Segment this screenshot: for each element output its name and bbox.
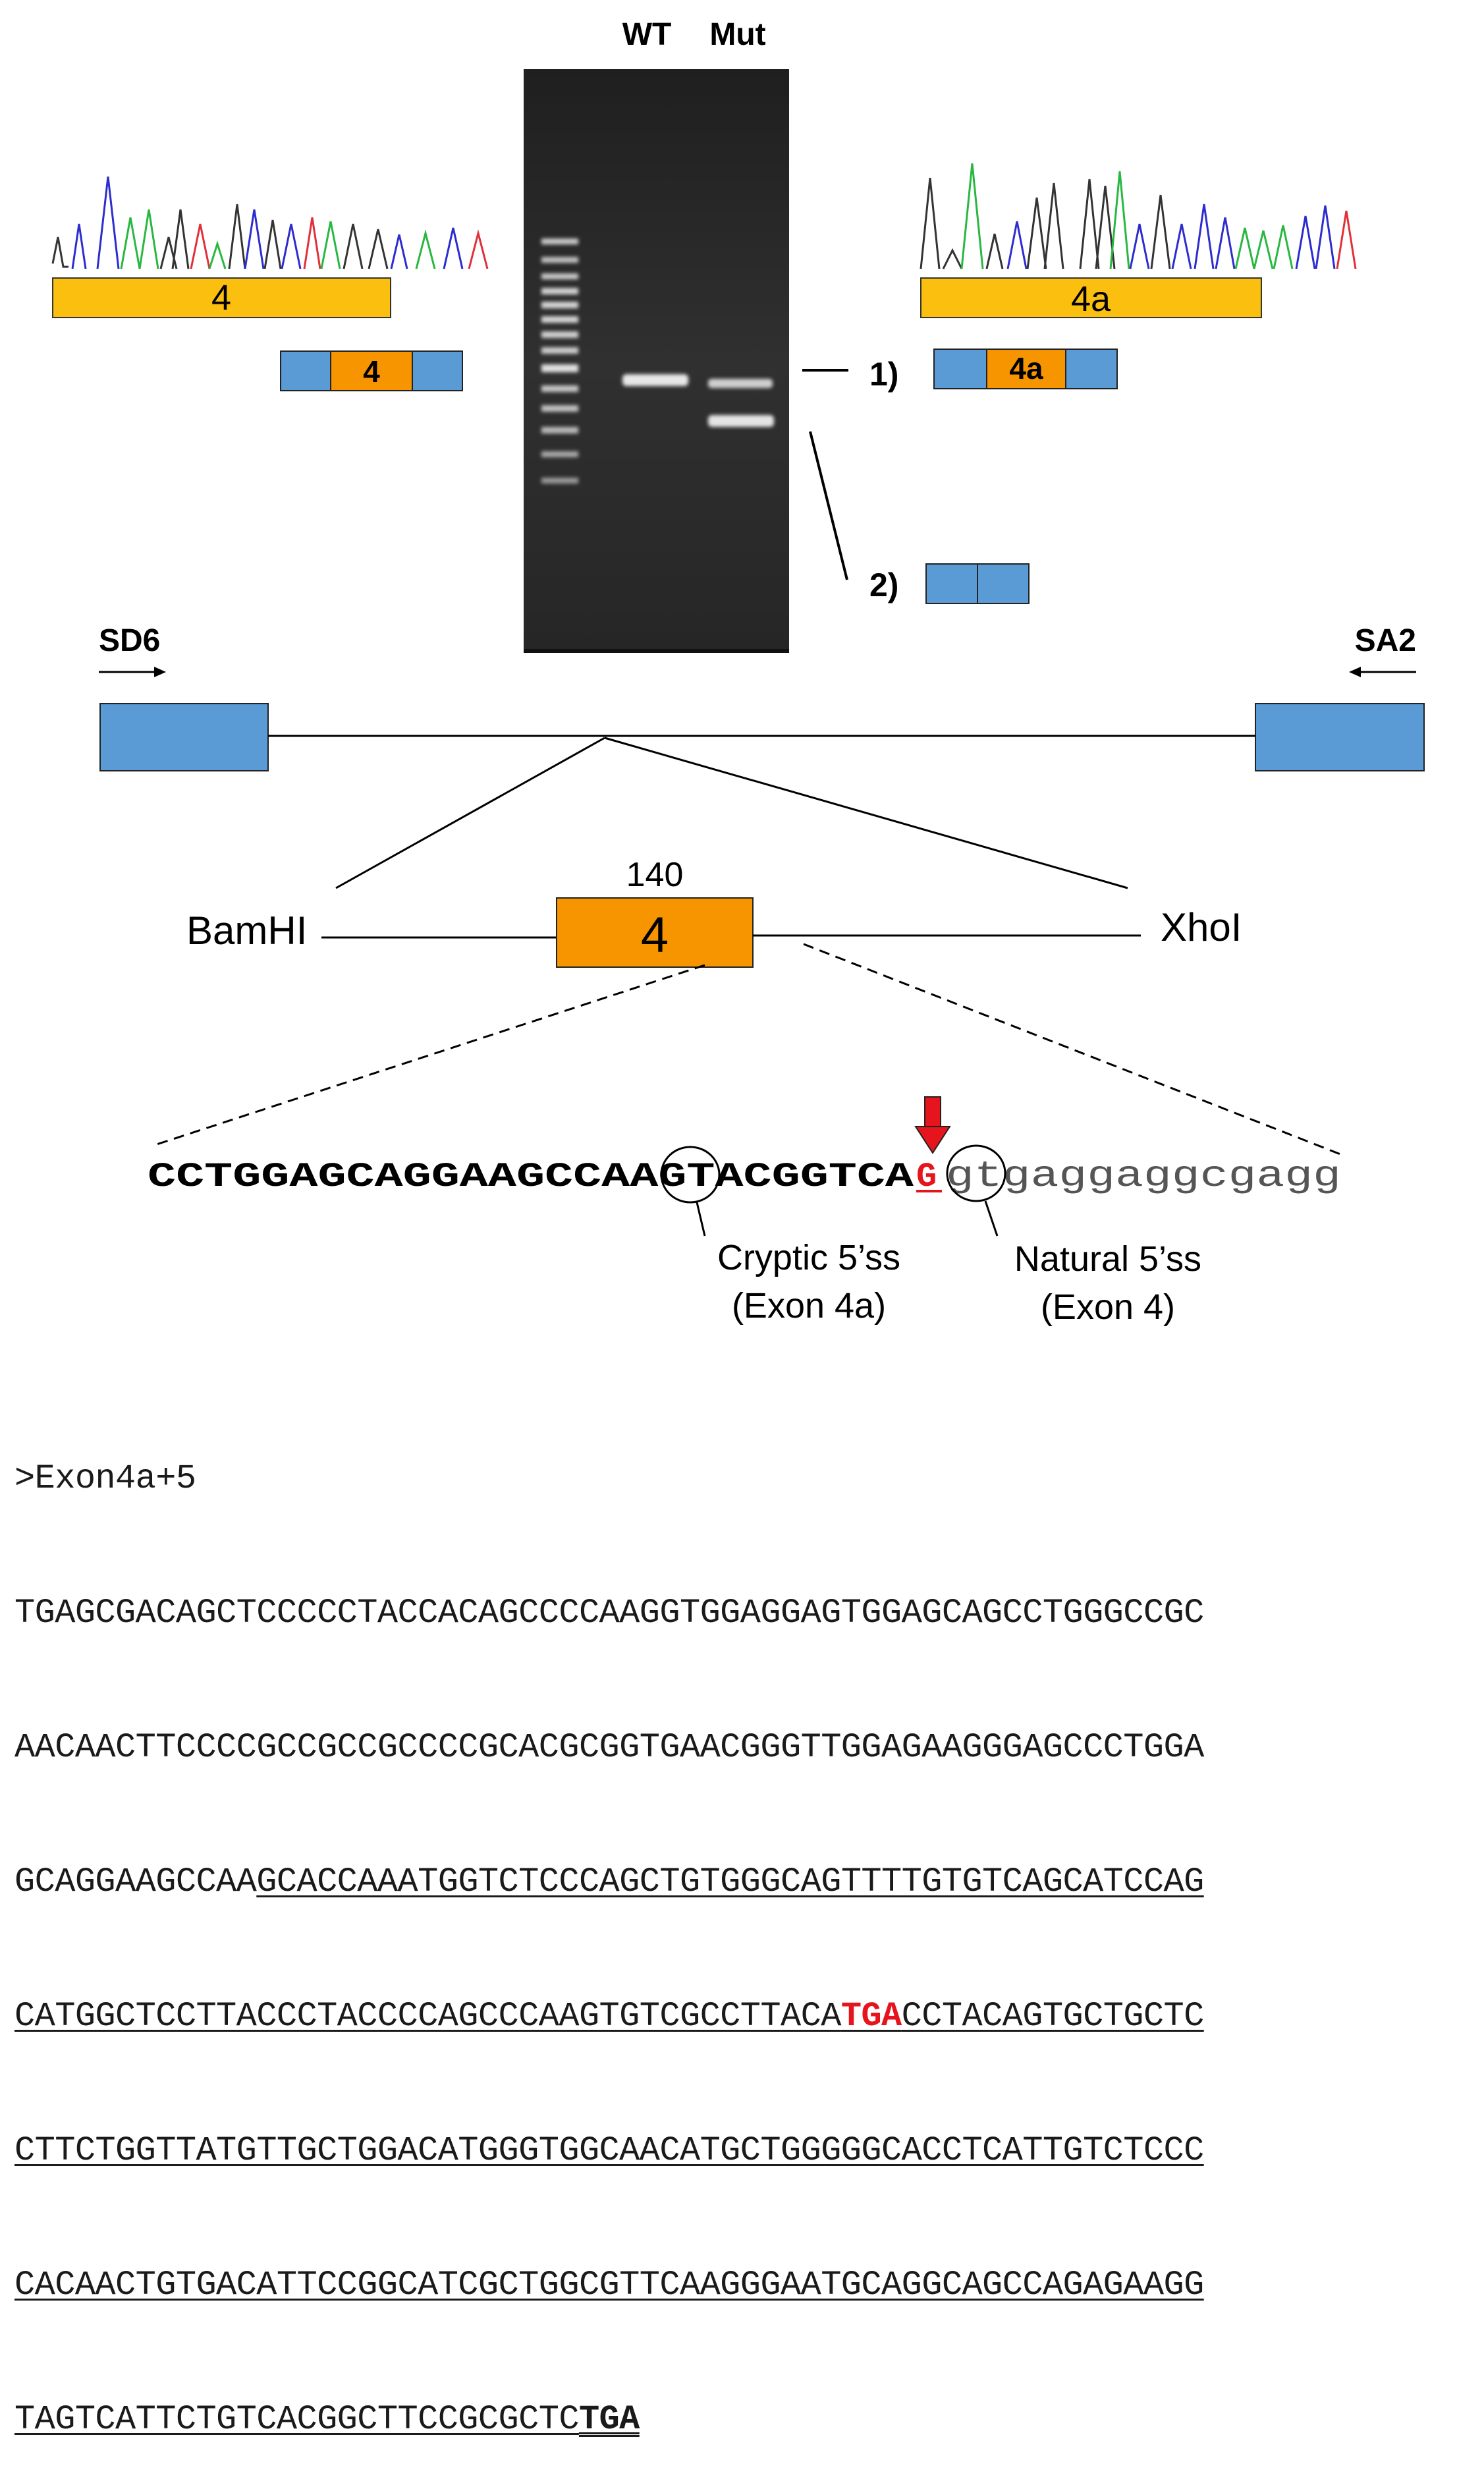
dashed-zoom-left bbox=[154, 964, 705, 1146]
wt-band bbox=[622, 374, 688, 386]
primer-sd6-label: SD6 bbox=[99, 623, 160, 658]
exon4a-chromatogram-label: 4a bbox=[1071, 279, 1111, 319]
gel-bands bbox=[622, 374, 774, 427]
cryptic-ss-exon-label: (Exon 4a) bbox=[732, 1286, 886, 1326]
band-2-label: 2) bbox=[869, 567, 898, 603]
fasta-line-4: CATGGCTCCTTACCCTACCCCAGCCCAAGTGTCGCCTTAC… bbox=[14, 1994, 1483, 2039]
transcript-exon4-label: 4 bbox=[363, 354, 380, 389]
chromatogram-left bbox=[51, 176, 489, 269]
lane-label-wt: WT bbox=[622, 17, 672, 52]
transcript-exon4 bbox=[280, 350, 463, 391]
band2-pointer bbox=[809, 431, 848, 580]
dna-ladder bbox=[541, 238, 578, 484]
gel-image bbox=[524, 69, 789, 653]
fasta-line-3-underlined: GCACCAAATGGTCTCCCAGCTGTGGGCAGTTTTGTGTCAG… bbox=[256, 1862, 1204, 1901]
lane-label-mut: Mut bbox=[709, 17, 765, 52]
mutation-arrow-icon bbox=[914, 1096, 951, 1154]
insert-exon-size: 140 bbox=[626, 856, 684, 894]
fasta-line-1: TGAGCGACAGCTCCCCCTACCACAGCCCCAAGGTGGAGGA… bbox=[14, 1594, 1204, 1633]
site-xhoi-label: XhoI bbox=[1161, 905, 1242, 949]
exon-sequence: CCTGGAGCAGGAAGCCAAGTACGGTCA bbox=[148, 1158, 914, 1196]
fasta-line-4-post: CCTACAGTGCTGCTC bbox=[901, 1997, 1205, 2036]
fasta-header: >Exon4a+5 bbox=[14, 1459, 196, 1498]
natural-ss-label: Natural 5’ss bbox=[1014, 1239, 1201, 1279]
fasta-line-5: CTTCTGGTTATGTTGCTGGACATGGGTGGCAACATGCTGG… bbox=[14, 2131, 1204, 2170]
zoom-line-left bbox=[335, 737, 605, 889]
fasta-line-3: GCAGGAAGCCAAGCACCAAATGGTCTCCCAGCTGTGGGCA… bbox=[14, 1860, 1483, 1905]
intron-sequence: gtgaggaggcgagg bbox=[946, 1155, 1341, 1197]
gel-background bbox=[524, 69, 789, 652]
cryptic-ss-pointer bbox=[696, 1202, 706, 1237]
natural-ss-pointer bbox=[984, 1200, 999, 1237]
chromatogram-right bbox=[920, 163, 1357, 269]
construct-exon-left bbox=[99, 703, 269, 771]
fasta-line-7: TAGTCATTCTGTCACGGCTTCCGCGCTCTGA bbox=[14, 2397, 1483, 2442]
insert-exon4 bbox=[556, 897, 754, 968]
zoom-line-right bbox=[604, 737, 1128, 889]
fasta-block: >Exon4a+5 TGAGCGACAGCTCCCCCTACCACAGCCCCA… bbox=[14, 1367, 1483, 2487]
cryptic-ss-circle bbox=[660, 1146, 721, 1204]
fasta-line-6: CACAACTGTGACATTCCGGCATCGCTGGCGTTCAAGGGAA… bbox=[14, 2266, 1204, 2305]
transcript-exon4a bbox=[933, 349, 1118, 389]
natural-ss-circle bbox=[946, 1144, 1006, 1202]
fasta-line-7-pre: TAGTCATTCTGTCACGGCTTCCGCGCTC bbox=[14, 2400, 580, 2439]
primer-sa2-label: SA2 bbox=[1355, 623, 1416, 658]
transcript-exon4a-label: 4a bbox=[1009, 351, 1043, 385]
fasta-line-4-pre: CATGGCTCCTTACCCTACCCCAGCCCAAGTGTCGCCTTAC… bbox=[14, 1997, 841, 2036]
dashed-zoom-right bbox=[803, 943, 1341, 1156]
site-bamhi-label: BamHI bbox=[186, 908, 307, 953]
fasta-line-3-plain: GCAGGAAGCCAA bbox=[14, 1862, 257, 1901]
transcript-skipped bbox=[925, 563, 1030, 604]
construct-exon-right bbox=[1255, 703, 1425, 771]
figure-canvas: WT Mut 4 4 bbox=[51, 17, 1425, 1327]
fasta-line-2: AACAACTTCCCCGCCGCCGCCCCGCACGCGGTGAACGGGT… bbox=[14, 1728, 1204, 1767]
natural-ss-exon-label: (Exon 4) bbox=[1041, 1287, 1175, 1327]
mut-band-2 bbox=[708, 415, 774, 427]
cryptic-ss-label: Cryptic 5’ss bbox=[717, 1238, 900, 1277]
gel-bottom-edge bbox=[524, 649, 789, 653]
exon4a-chromatogram-bar bbox=[920, 277, 1262, 318]
premature-stop-codon: TGA bbox=[840, 1997, 902, 2036]
natural-stop-codon: TGA bbox=[578, 2400, 640, 2439]
band-1-label: 1) bbox=[869, 356, 898, 393]
primer-sd6-arrow bbox=[99, 667, 166, 677]
primer-sa2-arrow bbox=[1349, 667, 1416, 677]
mut-band-1 bbox=[708, 379, 773, 388]
insert-exon4-label: 4 bbox=[641, 907, 669, 963]
exon4-chromatogram-bar bbox=[52, 277, 391, 318]
exon4-chromatogram-label: 4 bbox=[211, 278, 231, 318]
